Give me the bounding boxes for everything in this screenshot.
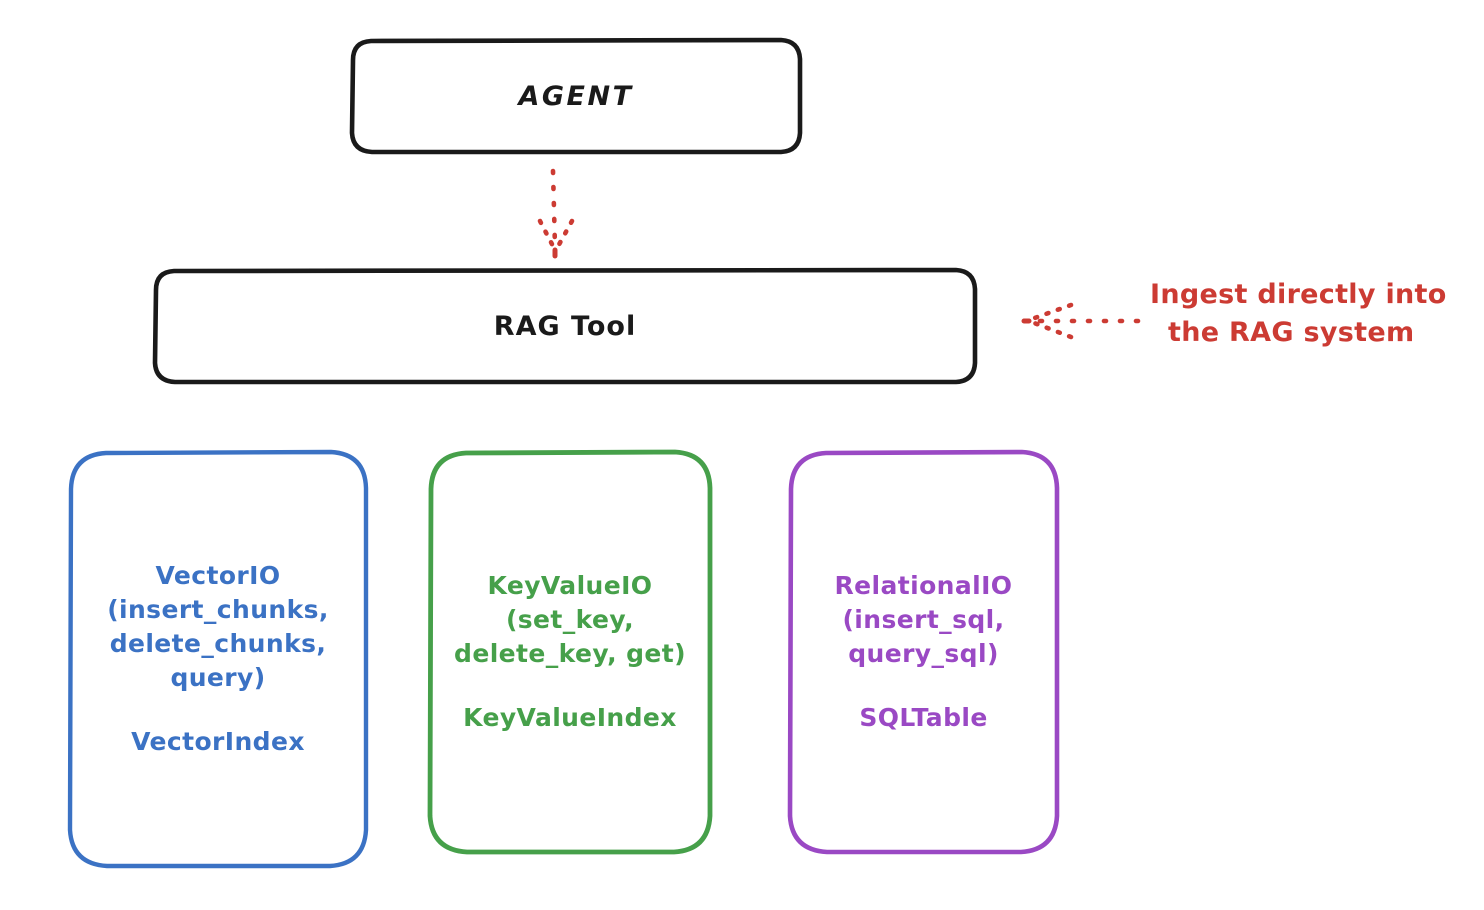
- key-value-io-box-outline[interactable]: [427, 449, 713, 855]
- ingest-annotation-line-1: Ingest directly into: [1150, 279, 1447, 310]
- ingest-annotation-line-2: the RAG system: [1168, 317, 1415, 349]
- vector-io-methods-label: VectorIO (insert_chunks, delete_chunks, …: [107, 561, 329, 692]
- key-value-index-label: KeyValueIndex: [463, 703, 677, 732]
- relational-io-methods-label: RelationalIO (insert_sql, query_sql): [834, 571, 1013, 668]
- ingest-annotation: Ingest directly into the RAG system: [1150, 276, 1470, 353]
- agent-node[interactable]: AGENT: [352, 40, 800, 153]
- sql-table-label: SQLTable: [859, 703, 988, 732]
- rag-tool-label: RAG Tool: [493, 310, 637, 342]
- rag-tool-node[interactable]: RAG Tool: [155, 270, 975, 383]
- rag-tool-box-outline[interactable]: [152, 267, 978, 385]
- vector-index-label: VectorIndex: [131, 727, 305, 756]
- agent-label: AGENT: [518, 80, 634, 112]
- relational-io-node[interactable]: RelationalIO (insert_sql, query_sql) SQL…: [790, 452, 1057, 852]
- vector-io-node[interactable]: VectorIO (insert_chunks, delete_chunks, …: [70, 452, 366, 866]
- key-value-io-methods-label: KeyValueIO (set_key, delete_key, get): [454, 571, 686, 668]
- agent-to-rag-tool-connector: [537, 168, 575, 259]
- key-value-io-node[interactable]: KeyValueIO (set_key, delete_key, get) Ke…: [430, 452, 710, 852]
- agent-box-outline[interactable]: [349, 37, 803, 155]
- vector-io-box-outline[interactable]: [67, 449, 369, 869]
- relational-io-box-outline[interactable]: [787, 449, 1060, 855]
- annotation-to-rag-tool-connector: [1021, 302, 1141, 340]
